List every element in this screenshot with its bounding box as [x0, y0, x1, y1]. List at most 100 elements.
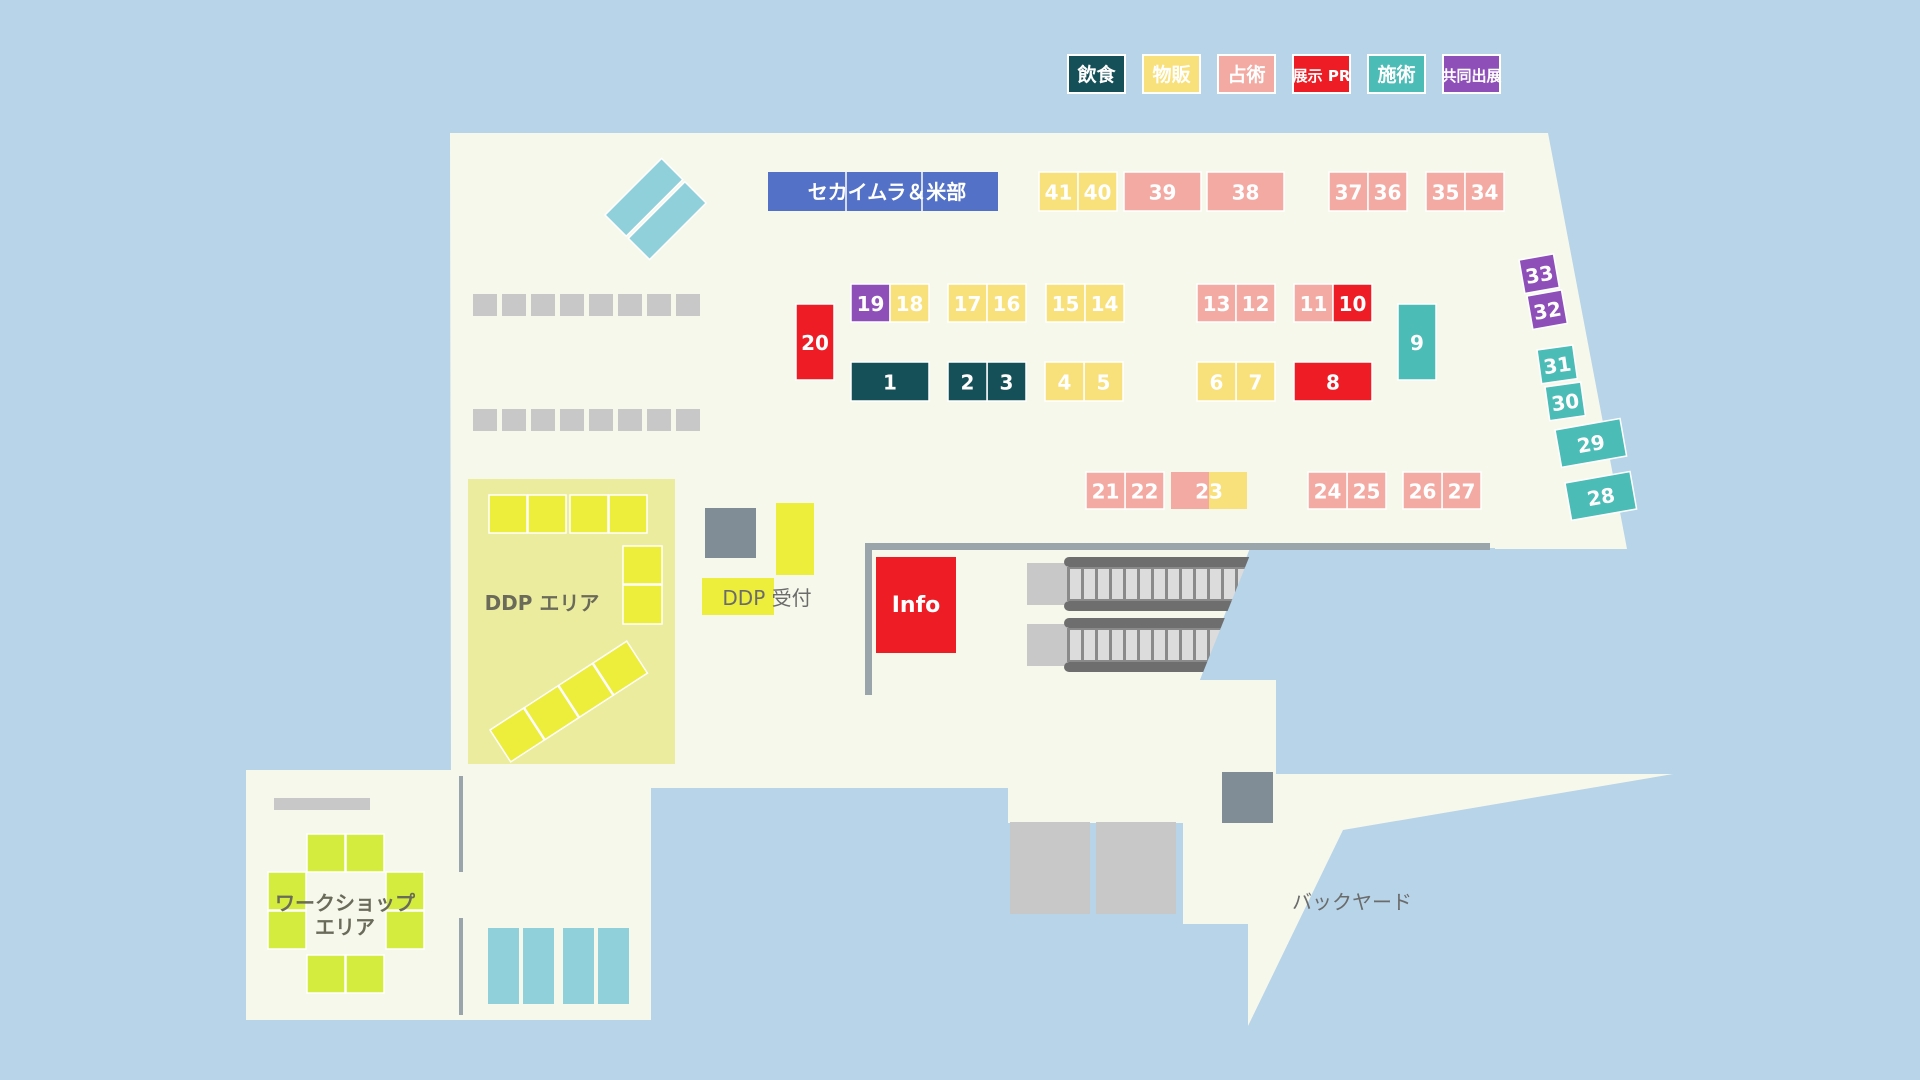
- chair: [647, 294, 671, 316]
- booth-31[interactable]: [1536, 344, 1579, 385]
- booth-17[interactable]: [947, 283, 988, 323]
- escalator-landing: [1027, 563, 1067, 605]
- chair: [531, 294, 555, 316]
- booth-19-label: 19: [857, 292, 885, 316]
- chair: [618, 409, 642, 431]
- booth-32[interactable]: [1526, 289, 1569, 331]
- booth-21[interactable]: [1085, 471, 1126, 510]
- info-booth[interactable]: [876, 557, 956, 653]
- booth-15[interactable]: [1045, 283, 1086, 323]
- booth-23-goods-half[interactable]: [1209, 472, 1247, 509]
- escalator-step: [1182, 569, 1193, 599]
- booth-38-label: 38: [1232, 181, 1260, 205]
- booth-28-group: 28: [1564, 470, 1638, 522]
- booth-3[interactable]: [986, 361, 1027, 402]
- booth-14-label: 14: [1091, 292, 1119, 316]
- booth-20[interactable]: [795, 303, 835, 381]
- booth-35-label: 35: [1432, 181, 1460, 205]
- booth-30-group: 30: [1544, 381, 1587, 422]
- chair: [560, 409, 584, 431]
- legend-label-joint: 共同出展: [1441, 67, 1501, 85]
- ddp-table: [527, 494, 567, 534]
- chair: [560, 294, 584, 316]
- booth-30[interactable]: [1544, 381, 1587, 422]
- booth-10[interactable]: [1332, 283, 1373, 323]
- storage-block: [1010, 822, 1090, 914]
- cyan-table: [488, 928, 519, 1004]
- booth-27[interactable]: [1441, 471, 1482, 510]
- booth-36[interactable]: [1367, 171, 1408, 212]
- booth-16[interactable]: [986, 283, 1027, 323]
- cyan-table: [627, 180, 708, 261]
- chair: [531, 409, 555, 431]
- reception-counter-dark: [705, 508, 756, 558]
- pillar-block: [1222, 772, 1273, 823]
- ddp-table: [569, 494, 609, 534]
- booth-12[interactable]: [1235, 283, 1276, 323]
- booth-9[interactable]: [1397, 303, 1437, 381]
- booth-5[interactable]: [1083, 361, 1124, 402]
- booth-9-label: 9: [1410, 331, 1424, 355]
- booth-41-label: 41: [1045, 181, 1073, 205]
- cyan-table: [523, 928, 554, 1004]
- booth-33[interactable]: [1518, 253, 1561, 295]
- booth-11[interactable]: [1293, 283, 1334, 323]
- escalator-step: [1112, 569, 1123, 599]
- booth-4[interactable]: [1044, 361, 1085, 402]
- wall-segment: [865, 543, 872, 695]
- booth-27-label: 27: [1448, 480, 1476, 504]
- legend-swatch-fortune: [1217, 54, 1276, 94]
- booth-21-label: 21: [1092, 480, 1120, 504]
- booth-38[interactable]: [1206, 171, 1285, 212]
- booth-35[interactable]: [1425, 171, 1466, 212]
- escalator-step: [1126, 569, 1137, 599]
- booth-2[interactable]: [947, 361, 988, 402]
- booth-31-group: 31: [1536, 344, 1579, 385]
- wall-segment: [865, 543, 1490, 550]
- booth-37[interactable]: [1328, 171, 1369, 212]
- escalator-step: [1098, 569, 1109, 599]
- ddp-reception-label: DDP 受付: [722, 586, 811, 610]
- booth-22-label: 22: [1131, 480, 1159, 504]
- booth-5-label: 5: [1097, 371, 1111, 395]
- storage-block: [1096, 822, 1176, 914]
- escalator-rail: [1064, 557, 1254, 567]
- booth-14[interactable]: [1084, 283, 1125, 323]
- booth-24[interactable]: [1307, 471, 1348, 510]
- booth-25[interactable]: [1346, 471, 1387, 510]
- booth-15-label: 15: [1052, 292, 1080, 316]
- booth-34[interactable]: [1464, 171, 1505, 212]
- booth-29[interactable]: [1554, 417, 1628, 469]
- booth-13[interactable]: [1196, 283, 1237, 323]
- escalators: [1027, 555, 1262, 680]
- booth-1[interactable]: [850, 361, 930, 402]
- legend-swatch-pr: [1292, 54, 1351, 94]
- booth-39[interactable]: [1123, 171, 1202, 212]
- cyan-table: [563, 928, 594, 1004]
- booth-41[interactable]: [1038, 171, 1079, 212]
- booth-3-label: 3: [1000, 371, 1014, 395]
- workshop-whiteboard: [274, 798, 370, 810]
- booth-28[interactable]: [1564, 470, 1638, 522]
- reception-table: [776, 503, 814, 575]
- cyan-table: [598, 928, 629, 1004]
- booth-26-label: 26: [1409, 480, 1437, 504]
- booth-40[interactable]: [1077, 171, 1118, 212]
- booth-18[interactable]: [889, 283, 930, 323]
- booth-29-group: 29: [1554, 417, 1628, 469]
- booth-8[interactable]: [1293, 361, 1373, 402]
- ddp-table: [608, 494, 648, 534]
- chair: [618, 294, 642, 316]
- booth-6[interactable]: [1196, 361, 1237, 402]
- info-label: Info: [892, 593, 941, 618]
- booth-23[interactable]: [1171, 472, 1209, 509]
- escalator-step: [1140, 569, 1151, 599]
- seating-rows: [473, 294, 700, 431]
- escalator-step: [1112, 630, 1123, 660]
- booth-10-label: 10: [1339, 292, 1367, 316]
- chair: [473, 409, 497, 431]
- workshop-table: [267, 910, 307, 950]
- sekai-booth[interactable]: [768, 172, 998, 211]
- booth-26[interactable]: [1402, 471, 1443, 510]
- workshop-tables: [267, 833, 425, 994]
